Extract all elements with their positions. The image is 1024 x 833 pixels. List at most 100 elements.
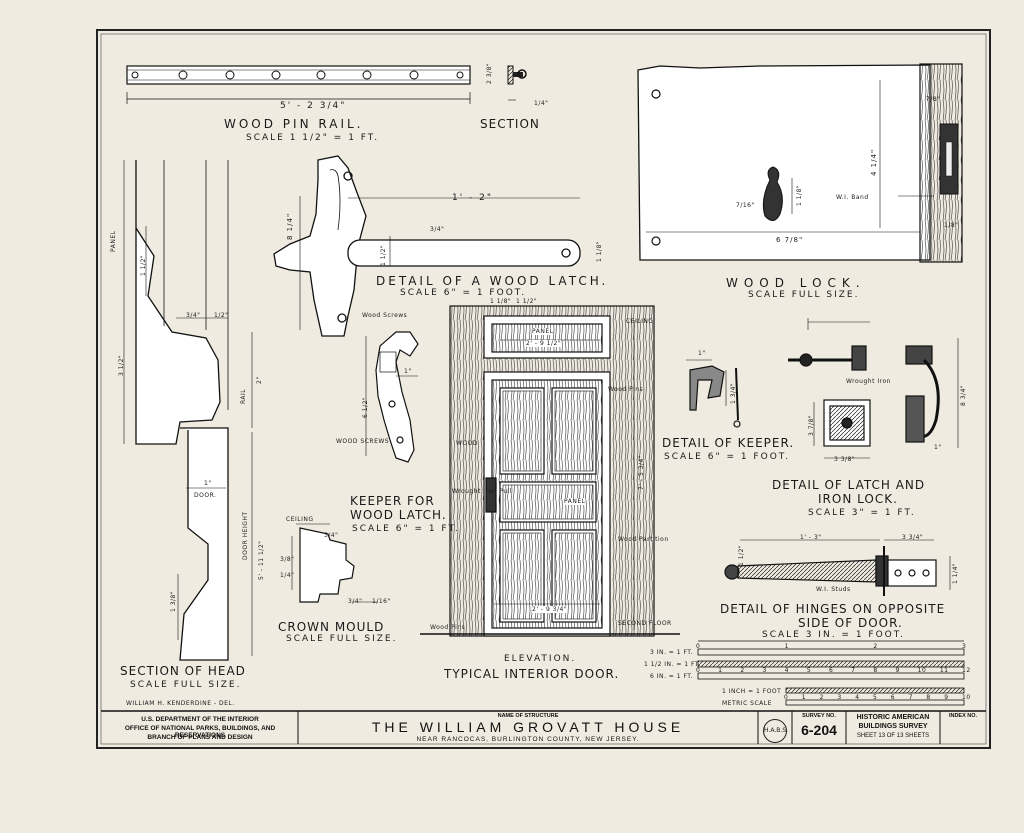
wood-lock-width-dim: 6 7/8" bbox=[776, 236, 804, 244]
wood-lock-key-height: 1 1/8" bbox=[796, 184, 803, 206]
head-dim-a: 3/4" bbox=[186, 312, 201, 319]
latch-lock-title-1: DETAIL OF LATCH AND bbox=[772, 478, 926, 492]
agency-line-3: BRANCH OF PLANS AND DESIGN bbox=[147, 734, 253, 741]
hinges-dim-4: 1 1/4" bbox=[952, 562, 959, 584]
crown-dim-1: 3/4" bbox=[324, 532, 339, 539]
keeper-title-1: KEEPER FOR bbox=[350, 494, 435, 508]
crown-mould-drawing bbox=[291, 523, 378, 603]
crown-title: CROWN MOULD bbox=[278, 620, 385, 634]
crown-dim-2: 3/8" bbox=[280, 556, 295, 563]
scale-tick-label: 5 bbox=[873, 694, 878, 701]
head-door-label: DOOR. bbox=[194, 492, 217, 499]
head-rail-label: RAIL bbox=[240, 388, 247, 404]
latch-lock-wrought-iron: Wrought Iron bbox=[846, 378, 891, 385]
habs-seal: H.A.B.S. bbox=[763, 719, 788, 743]
scale-tick-label: 9 bbox=[895, 667, 900, 674]
scale-tick-label: 6 bbox=[890, 694, 896, 701]
section-of-head-drawing bbox=[123, 160, 253, 661]
latch-scale: SCALE 6" = 1 FOOT. bbox=[400, 288, 527, 298]
head-door-height-label: DOOR HEIGHT bbox=[242, 511, 249, 560]
keeper-title-2: WOOD LATCH. bbox=[350, 508, 447, 522]
elev-ceiling-label: CEILING bbox=[626, 318, 654, 325]
scale-tick-label: 4 bbox=[855, 694, 860, 701]
scale-row-6in: 6 IN. = 1 FT. bbox=[650, 673, 694, 680]
scale-tick-label: 3 bbox=[962, 643, 967, 650]
latch-height-dim: 8 1/4" bbox=[286, 212, 294, 240]
crown-ceiling-label: CEILING bbox=[286, 516, 314, 523]
scale-tick-label: 0 bbox=[696, 667, 701, 674]
scale-tick-label: 9 bbox=[944, 694, 949, 701]
wood-lock-top-dim: 7/8" bbox=[926, 96, 941, 103]
scale-tick-label: 1 bbox=[784, 643, 789, 650]
dkeeper-dim-1: 1" bbox=[698, 350, 706, 357]
latch-lock-scale: SCALE 3" = 1 FT. bbox=[808, 508, 916, 518]
latch-lock-dim-2: 3 3/8" bbox=[834, 456, 856, 463]
scale-tick-label: 6 bbox=[829, 667, 834, 674]
scale-tick-label: 8 bbox=[873, 667, 878, 674]
hinges-dim-3: 1 1/2" bbox=[738, 544, 745, 566]
outer-border bbox=[96, 29, 991, 749]
graphic-scales bbox=[697, 640, 965, 706]
wood-lock-bottom-dim: 1/8" bbox=[944, 222, 959, 229]
head-rail-dim: 2" bbox=[256, 376, 263, 384]
head-door-height-dim: 5' - 11 1/2" bbox=[258, 540, 265, 580]
pin-rail-scale: SCALE 1 1/2" = 1 FT. bbox=[246, 133, 380, 143]
scale-tick-label: 2 bbox=[819, 694, 824, 701]
crown-scale: SCALE FULL SIZE. bbox=[286, 634, 398, 644]
elev-width-dim: 2' - 9 3/4" bbox=[532, 606, 568, 613]
scale-row-1inch: 1 INCH = 1 FOOT bbox=[722, 688, 782, 695]
scale-tick-label: 1 bbox=[801, 694, 807, 701]
elev-title-2: TYPICAL INTERIOR DOOR. bbox=[444, 667, 620, 681]
elev-wood-label: WOOD bbox=[456, 440, 478, 447]
scale-tick-label: 3 bbox=[837, 694, 842, 701]
latch-length-dim: 1' - 2" bbox=[452, 193, 494, 203]
section-width-dim: 1/4" bbox=[534, 100, 549, 107]
scale-tick-label: 3 bbox=[762, 667, 767, 674]
detail-keeper-drawing bbox=[686, 359, 741, 428]
wood-lock-scale: SCALE FULL SIZE. bbox=[748, 290, 860, 300]
scale-tick-label: 7 bbox=[908, 694, 913, 701]
pin-rail-section-drawing bbox=[507, 65, 527, 101]
elev-transom-dim: 2' - 9 1/2" bbox=[526, 340, 562, 347]
latch-end-dim: 1 1/8" bbox=[596, 240, 603, 262]
wood-latch-drawing bbox=[273, 155, 581, 337]
inner-border bbox=[100, 33, 987, 745]
keeper-width-dim: 1" bbox=[404, 368, 412, 375]
agency-line-1: U.S. DEPARTMENT OF THE INTERIOR bbox=[141, 716, 259, 723]
head-title: SECTION OF HEAD bbox=[120, 664, 246, 678]
elev-transom-label: PANEL bbox=[532, 328, 554, 335]
head-dim-b: 1/2" bbox=[214, 312, 229, 319]
wood-lock-drawing bbox=[637, 63, 963, 263]
latch-title: DETAIL OF A WOOD LATCH. bbox=[376, 274, 609, 288]
structure-name-label: NAME OF STRUCTURE bbox=[497, 713, 559, 719]
crown-dim-5: 1/16" bbox=[372, 598, 391, 605]
latch-lock-dim-3: 8 3/4" bbox=[960, 384, 967, 406]
habs-line-1: HISTORIC AMERICAN bbox=[856, 714, 930, 721]
head-door-dim: 1" bbox=[204, 480, 212, 487]
habs-line-2: BUILDINGS SURVEY bbox=[858, 723, 928, 730]
pin-rail-length-dim: 5' - 2 3/4" bbox=[280, 101, 347, 111]
dkeeper-title: DETAIL of KEEPER. bbox=[662, 436, 795, 450]
agency-line-2: OFFICE OF NATIONAL PARKS, BUILDINGS, AND… bbox=[124, 725, 276, 739]
hinges-dim-1: 1' - 3" bbox=[800, 534, 822, 541]
survey-number: 6-204 bbox=[801, 722, 837, 738]
scale-row-1-5in: 1 1/2 IN. = 1 FT. bbox=[644, 661, 701, 668]
elev-top-dim-1: 1 1/8" bbox=[490, 298, 512, 305]
latch-lock-drawing bbox=[788, 318, 959, 459]
scale-tick-label: 0 bbox=[696, 643, 701, 650]
crown-dim-4: 3/4" bbox=[348, 598, 363, 605]
elev-top-dim-2: 1 1/2" bbox=[516, 298, 538, 305]
door-elevation-drawing bbox=[420, 305, 680, 637]
scale-tick-label: 5 bbox=[806, 667, 812, 674]
head-panel-dim-1: 1 1/2" bbox=[140, 254, 147, 276]
head-panel-label: PANEL bbox=[110, 230, 117, 252]
sheets-label: SHEETS bbox=[905, 733, 930, 739]
hinges-title-2: SIDE OF DOOR. bbox=[798, 616, 903, 630]
wood-lock-key-width: 7/16" bbox=[736, 202, 755, 209]
elev-wood-pins: Wood Pins bbox=[608, 386, 644, 393]
sheet-count: SHEET 13 OF 13 SHEETS bbox=[847, 733, 939, 739]
hinges-studs: W.I. Studs bbox=[816, 586, 851, 593]
index-label: INDEX NO. bbox=[948, 713, 978, 719]
keeper-height-dim: 6 1/2" bbox=[362, 396, 369, 418]
